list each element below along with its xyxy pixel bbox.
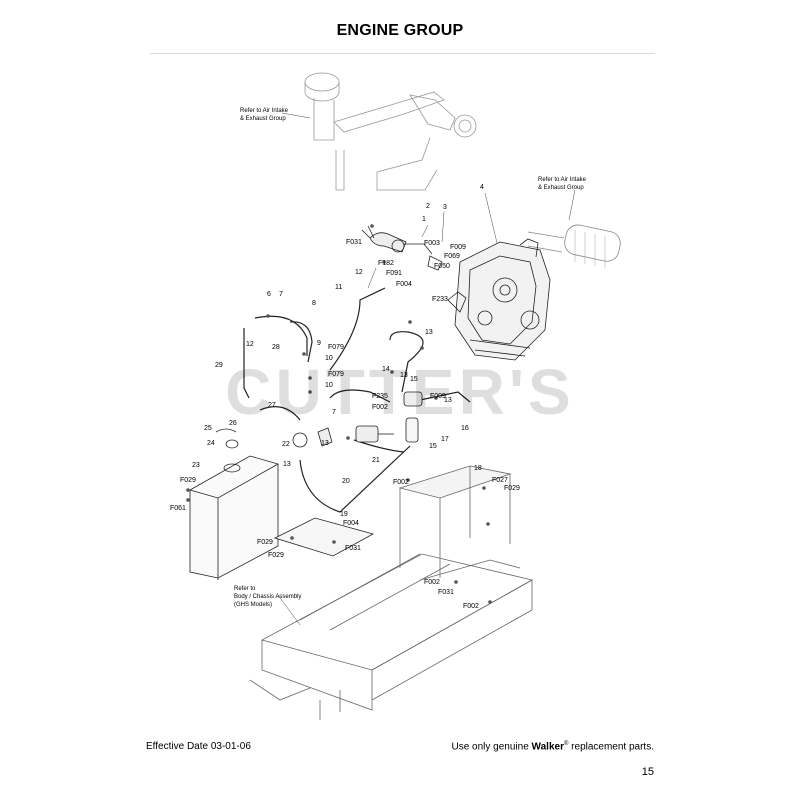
callout: F233: [432, 296, 448, 303]
callout: F079: [328, 371, 344, 378]
callout: F029: [268, 552, 284, 559]
callout: 18: [474, 465, 482, 472]
callout: F004: [343, 520, 359, 527]
callout: 25: [204, 425, 212, 432]
reference-note-air-intake-left: Refer to Air Intake & Exhaust Group: [240, 108, 290, 122]
callout: 17: [441, 436, 449, 443]
reference-line: Refer to Air Intake: [240, 108, 289, 114]
callout: F002: [463, 603, 479, 610]
callout: 1: [422, 216, 426, 223]
callout: F029: [257, 539, 273, 546]
callout: 16: [461, 425, 469, 432]
callout: 15: [429, 443, 437, 450]
part-callouts: 1 2 3 4 F031 F003 F009 F069 F050 F182 F0…: [170, 184, 520, 610]
callout: 13: [444, 397, 452, 404]
footer-notice: Use only genuine Walker® replacement par…: [451, 741, 654, 752]
fuel-filter-pump: [292, 391, 423, 448]
chassis-frame: [249, 465, 534, 720]
footer-notice-pre: Use only genuine: [451, 741, 529, 753]
callout: F031: [345, 545, 361, 552]
watermark-text: CUTTER'S: [225, 356, 575, 428]
callout: 4: [480, 184, 484, 191]
callout: 24: [207, 440, 215, 447]
footer-registered-mark: ®: [563, 741, 569, 747]
reference-line: Body / Chassis Assembly: [234, 594, 301, 600]
callout: 28: [272, 344, 280, 351]
callout: 14: [382, 366, 390, 373]
callout: 12: [246, 341, 254, 348]
callout: 7: [279, 291, 283, 298]
callout: F009: [430, 393, 446, 400]
reference-line: & Exhaust Group: [538, 185, 584, 191]
callout: F182: [378, 260, 394, 267]
callout: F004: [396, 281, 412, 288]
callout: F009: [450, 244, 466, 251]
callout: 13: [321, 440, 329, 447]
callout: 15: [410, 376, 418, 383]
battery-tray: [273, 517, 375, 557]
callout: 23: [192, 462, 200, 469]
callout: F050: [434, 263, 450, 270]
air-intake-assembly: [304, 72, 477, 191]
starter-cluster: [361, 225, 443, 271]
callout: F002: [424, 579, 440, 586]
callout: 13: [425, 329, 433, 336]
effective-date: Effective Date 03-01-06: [146, 741, 251, 752]
footer-notice-post: replacement parts.: [571, 741, 654, 753]
callout: F003: [424, 240, 440, 247]
footer-brand: Walker: [531, 741, 564, 753]
reference-line: Refer to Air Intake: [538, 177, 587, 183]
callout: F031: [346, 239, 362, 246]
callout: 7: [332, 409, 336, 416]
callout: F029: [180, 477, 196, 484]
callout: 22: [282, 441, 290, 448]
hardware-fasteners: [186, 224, 492, 604]
callout: F235: [372, 393, 388, 400]
reference-note-air-intake-right: Refer to Air Intake & Exhaust Group: [538, 177, 588, 191]
reference-line: Refer to: [234, 586, 256, 592]
callout: 13: [400, 372, 408, 379]
callout: 29: [215, 362, 223, 369]
callout: F031: [438, 589, 454, 596]
callout: F029: [504, 485, 520, 492]
callout: 19: [340, 511, 348, 518]
reference-line: (GHS Models): [234, 602, 272, 608]
callout: 21: [372, 457, 380, 464]
fuel-lines: [243, 287, 471, 513]
callout: 10: [325, 355, 333, 362]
callout: F069: [444, 253, 460, 260]
page-title: ENGINE GROUP: [336, 22, 464, 39]
callout: F061: [170, 505, 186, 512]
leader-lines: [277, 112, 576, 626]
callout: F027: [492, 477, 508, 484]
callout: F091: [386, 270, 402, 277]
callout: 10: [325, 382, 333, 389]
callout: 6: [267, 291, 271, 298]
callout: 9: [317, 340, 321, 347]
callout: 12: [355, 269, 363, 276]
muffler: [527, 224, 621, 268]
engine-block: [447, 238, 551, 361]
callout: 2: [426, 203, 430, 210]
reference-note-chassis: Refer to Body / Chassis Assembly (GHS Mo…: [234, 586, 303, 608]
callout: 20: [342, 478, 350, 485]
callout: 13: [283, 461, 291, 468]
callout: 3: [443, 204, 447, 211]
callout: 27: [268, 402, 276, 409]
callout: F079: [328, 344, 344, 351]
callout: F002: [372, 404, 388, 411]
callout: F002: [393, 479, 409, 486]
callout: 8: [312, 300, 316, 307]
callout: 26: [229, 420, 237, 427]
fuel-tank: [189, 428, 279, 580]
title-divider: [150, 53, 655, 54]
callout: 11: [335, 284, 342, 291]
reference-line: & Exhaust Group: [240, 116, 286, 122]
page-number: 15: [641, 766, 654, 778]
